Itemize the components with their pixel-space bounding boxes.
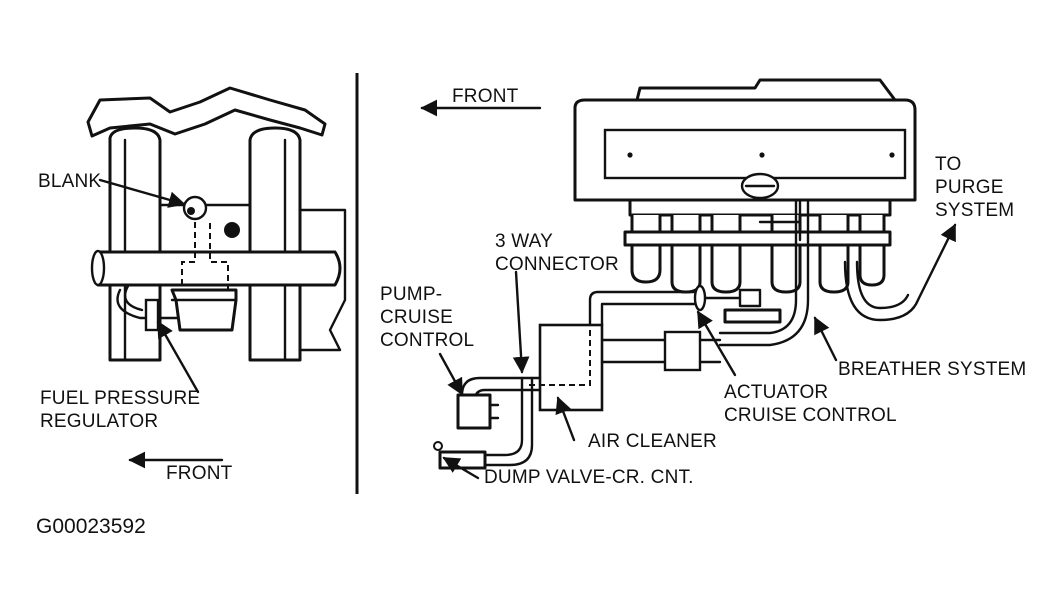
- label-to-purge-line3: SYSTEM: [935, 200, 1014, 221]
- label-to-purge-line1: TO: [935, 154, 961, 175]
- label-pump-line3: CONTROL: [380, 330, 474, 351]
- label-breather-system: BREATHER SYSTEM: [838, 359, 1026, 380]
- label-fuel-pressure-regulator-line2: REGULATOR: [40, 411, 158, 432]
- right-panel-engine-view: [420, 78, 957, 480]
- label-to-purge-line2: PURGE: [935, 177, 1004, 198]
- label-actuator-line2: CRUISE CONTROL: [724, 405, 897, 426]
- label-fuel-pressure-regulator-line1: FUEL PRESSURE: [40, 388, 200, 409]
- label-pump-line2: CRUISE: [380, 307, 453, 328]
- left-panel-engine-view: [86, 86, 347, 469]
- figure-id: G00023592: [36, 515, 146, 538]
- label-dump-valve: DUMP VALVE-CR. CNT.: [484, 467, 694, 488]
- label-three-way-line1: 3 WAY: [495, 231, 553, 252]
- label-blank: BLANK: [38, 171, 101, 192]
- label-right-front: FRONT: [452, 86, 519, 107]
- label-left-front: FRONT: [166, 463, 233, 484]
- label-actuator-line1: ACTUATOR: [724, 382, 828, 403]
- label-air-cleaner: AIR CLEANER: [588, 431, 717, 452]
- label-pump-line1: PUMP-: [380, 284, 442, 305]
- label-three-way-line2: CONNECTOR: [495, 254, 619, 275]
